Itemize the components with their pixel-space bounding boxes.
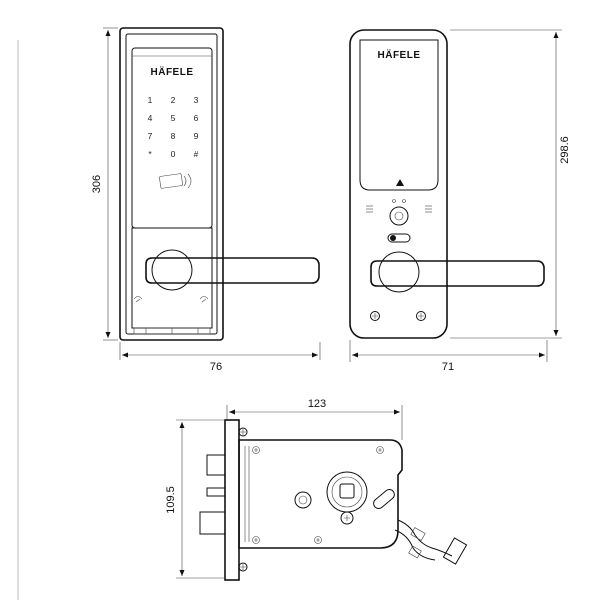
back-plate-outline [349,29,448,339]
back-cover-panel [359,39,439,191]
front-plate-inner [125,33,218,335]
keypad-key: 0 [171,149,176,159]
keypad-key: 7 [148,131,153,141]
key-icon [199,296,209,303]
cable-connector [442,537,468,565]
front-width-label: 76 [210,361,222,373]
keypad-key: 1 [148,95,153,105]
screw-icon [252,536,260,544]
cam-slot [373,489,395,509]
back-lever-handle [370,260,545,287]
front-height-dimension: 306 [91,27,118,341]
mortise-faceplate [224,419,240,581]
screw-icon [370,311,380,321]
connector-cable [397,519,453,557]
screw-icon [314,536,322,544]
rfid-card-icon [159,173,192,189]
back-brand-logo: HÄFELE [378,48,421,61]
back-width-label: 71 [442,361,454,373]
back-view: HÄFELE [349,29,571,373]
screw-icon [238,562,248,572]
screw-icon [376,446,384,454]
back-height-dimension: 298.6 [450,29,571,339]
thumb-turn-knob [389,206,409,226]
screw-icon [238,427,248,437]
keypad-key: * [148,149,152,159]
screw-icon [340,511,354,525]
front-brand-logo: HÄFELE [151,65,194,78]
keypad-key: # [194,149,199,159]
keypad-key: 6 [194,113,199,123]
screw-icon [416,311,426,321]
front-lever-handle [145,257,320,284]
keypad-key: 2 [171,95,176,105]
key-icon [133,296,143,303]
indicator-right [425,205,432,213]
front-view: HÄFELE 1 2 3 4 5 6 7 8 9 * 0 # [91,27,321,373]
cylinder-hub [326,471,368,513]
keypad-key: 3 [194,95,199,105]
front-plate-outline [119,27,224,341]
mortise-height-dimension: 109.5 [165,419,225,579]
indicator-left [366,205,373,213]
dead-bolt [199,511,226,535]
auxiliary-bolt [206,487,226,497]
spindle-hole [294,491,312,509]
mortise-length-dimension: 123 [226,398,403,440]
keypad-key: 8 [171,131,176,141]
keypad: 1 2 3 4 5 6 7 8 9 * 0 # [148,95,199,159]
front-handle-rose [151,249,193,291]
latch-bolt [206,454,226,476]
front-height-label: 306 [91,175,103,193]
mortise-body [238,439,403,549]
keypad-key: 5 [171,113,176,123]
privacy-slider [387,233,411,243]
front-width-dimension: 76 [119,342,321,373]
mortise-height-label: 109.5 [165,486,177,514]
keypad-key: 9 [194,131,199,141]
screw-icon [252,446,260,454]
mortise-length-label: 123 [308,398,326,410]
triangle-icon [396,179,404,186]
back-handle-rose [378,251,420,293]
back-height-label: 298.6 [559,136,571,164]
back-width-dimension: 71 [349,340,548,373]
mortise-view: 123 109.5 [165,398,468,581]
front-lower-body [131,227,213,329]
keypad-key: 4 [148,113,153,123]
